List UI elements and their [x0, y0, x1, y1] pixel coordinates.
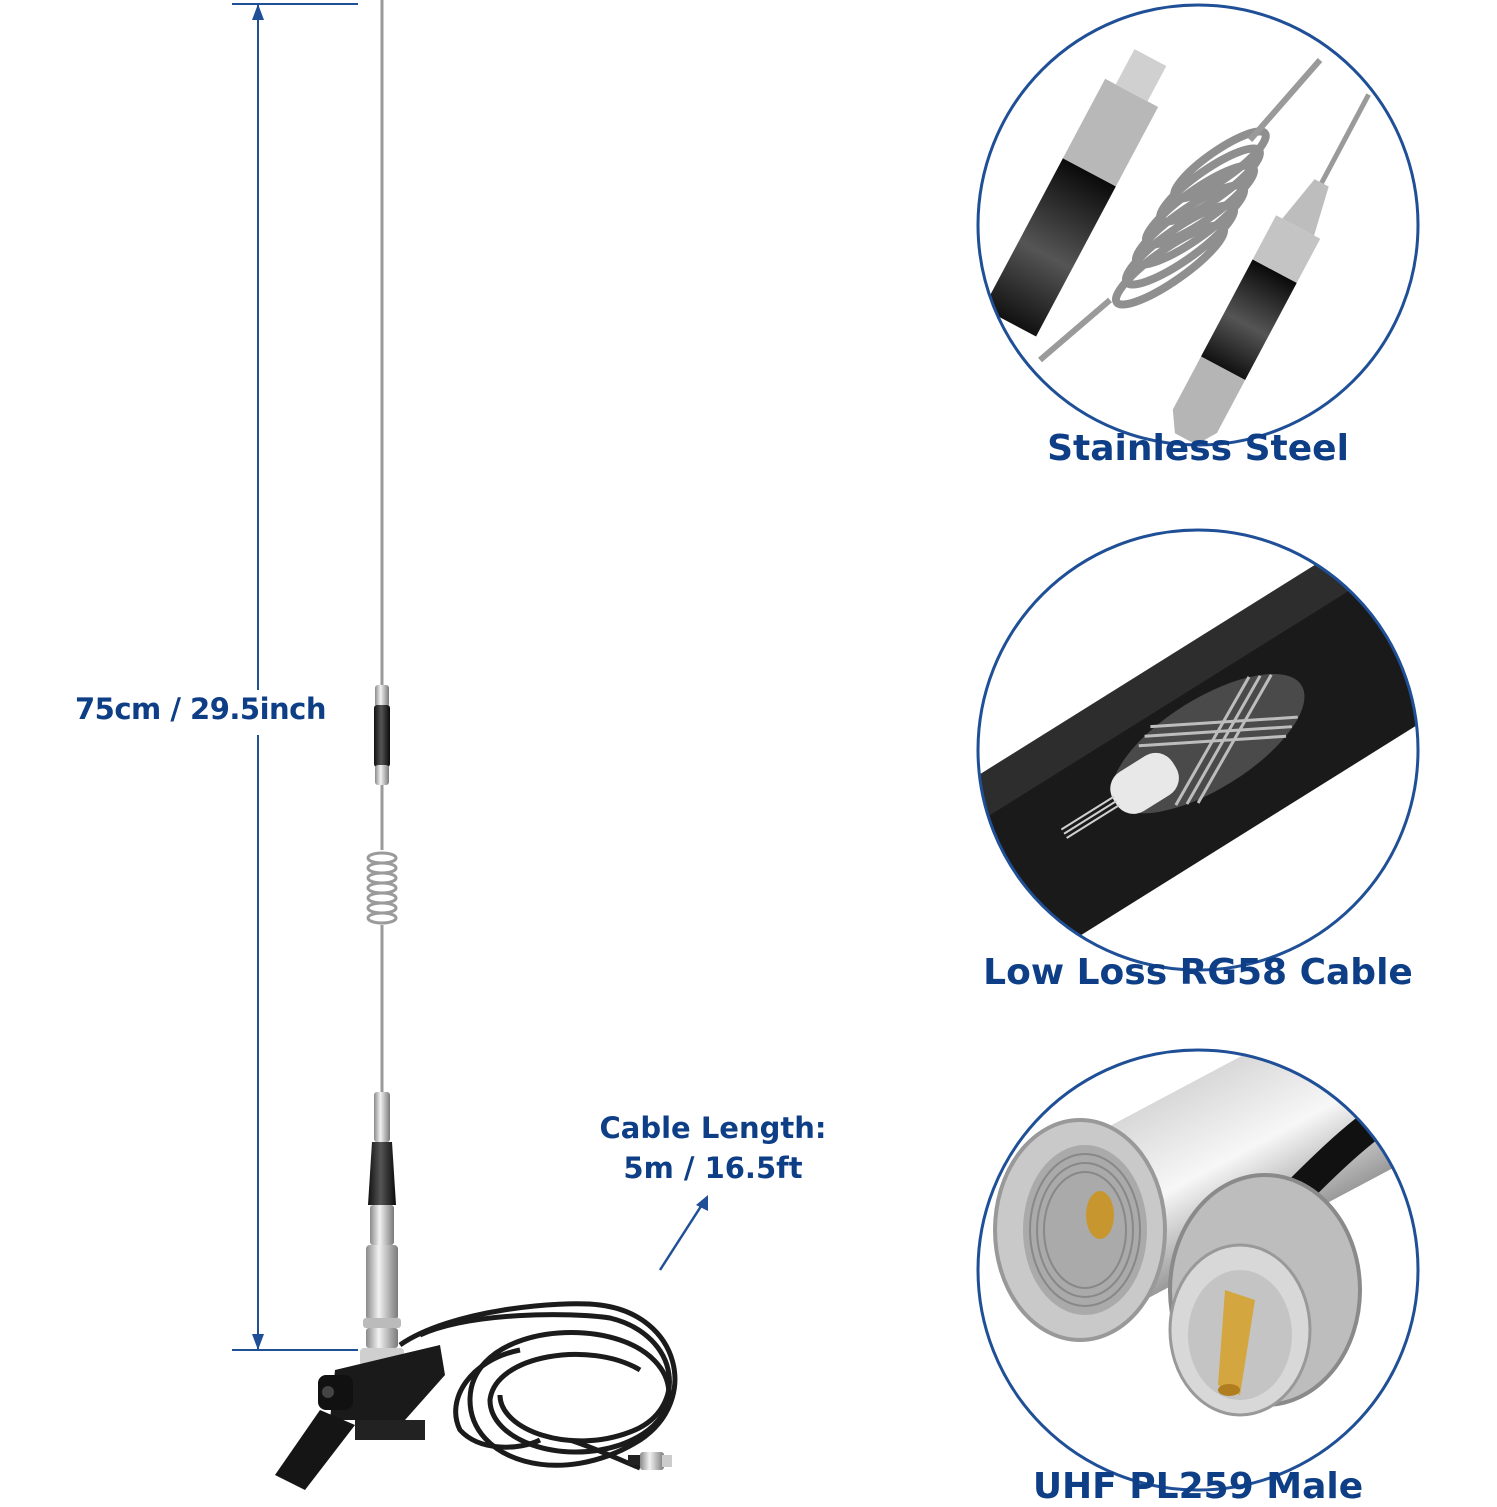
height-dimension-line [232, 3, 358, 1351]
rg58-cable-detail-image [976, 528, 1420, 972]
callout-label-stainless-steel: Stainless Steel [1047, 428, 1349, 469]
mount-bracket [275, 1345, 445, 1490]
pl259-connector-small [628, 1452, 672, 1470]
callout-label-uhf-pl259: UHF PL259 Male [1032, 1466, 1364, 1507]
coax-cable [398, 1301, 678, 1471]
cable-length-label: Cable Length: 5m / 16.5ft [568, 1108, 858, 1188]
cable-length-value: 5m / 16.5ft [623, 1151, 803, 1185]
spring-coil [366, 851, 398, 925]
antenna-lower-mast [360, 925, 404, 1366]
antenna-whip [374, 0, 390, 850]
stainless-steel-detail-image [976, 3, 1420, 447]
cable-length-arrow [658, 1195, 708, 1271]
cable-length-title: Cable Length: [599, 1111, 827, 1145]
callout-label-rg58-cable: Low Loss RG58 Cable [983, 952, 1413, 993]
height-dimension-label: 75cm / 29.5inch [75, 692, 327, 726]
uhf-pl259-connector-detail-image [976, 1048, 1420, 1492]
